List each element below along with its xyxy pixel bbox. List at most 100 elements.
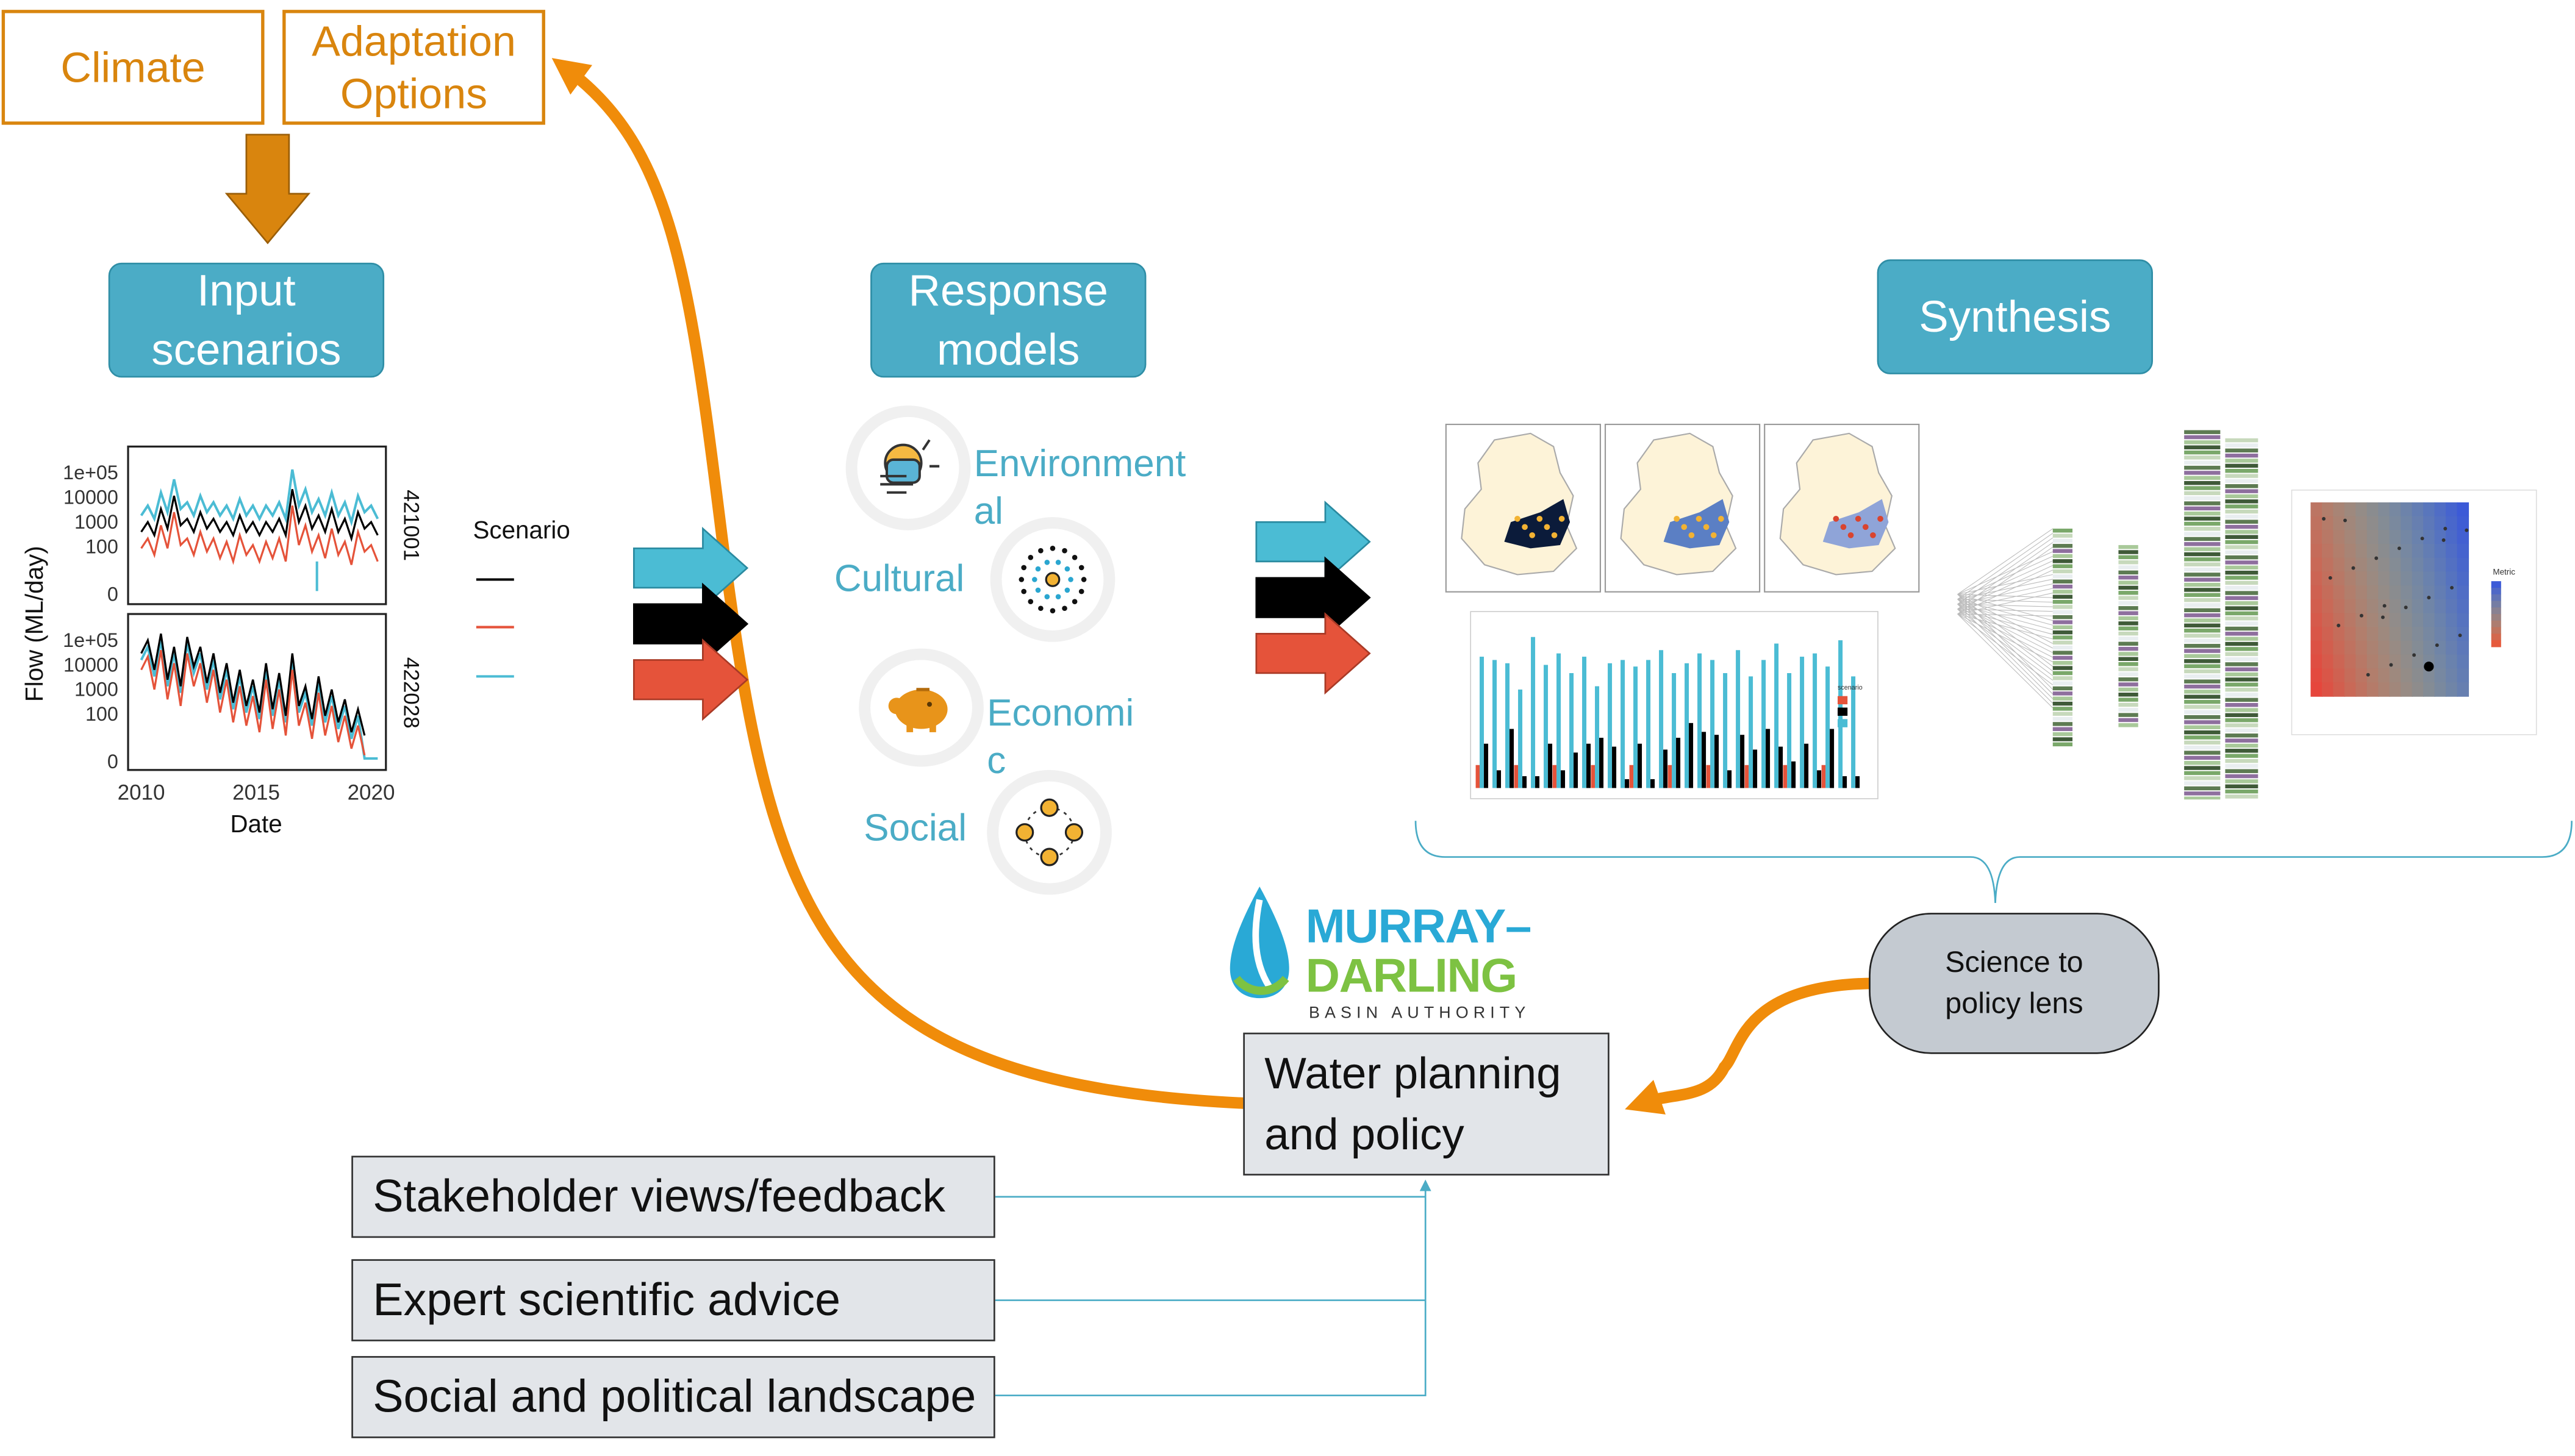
ring-dot	[1081, 577, 1087, 582]
heat-cell	[2412, 544, 2424, 558]
bar-black	[1766, 729, 1771, 788]
social-political-label: Social and political landscape	[373, 1371, 976, 1422]
heat-cell	[2333, 530, 2345, 545]
alluvial-bar	[2184, 751, 2221, 755]
alluvial-bar	[2052, 564, 2073, 568]
heat-point	[2322, 516, 2326, 521]
map-site	[1536, 516, 1543, 522]
alluvial-link	[1957, 551, 2053, 595]
heat-cell	[2355, 544, 2368, 558]
heat-cell	[2412, 571, 2424, 587]
alluvial-bar	[2184, 603, 2221, 607]
ring-dot	[1021, 588, 1026, 594]
alluvial-bar	[2118, 626, 2138, 630]
alluvial-bar	[2184, 476, 2221, 480]
alluvial-bar	[2118, 677, 2138, 682]
heat-cell	[2446, 668, 2458, 683]
alluvial-bar	[2184, 766, 2221, 770]
alluvial-bar	[2225, 702, 2258, 707]
heat-cell	[2378, 502, 2390, 517]
alluvial-link	[1957, 608, 2054, 681]
alluvial-bar	[2225, 718, 2258, 723]
heat-cell	[2321, 585, 2334, 600]
alluvial-bar	[2225, 585, 2258, 590]
alluvial-bar	[2225, 637, 2258, 641]
heat-cell	[2310, 557, 2323, 573]
heat-cell	[2378, 585, 2390, 600]
ytick-bottom-2: 10000	[63, 654, 118, 676]
bar-red	[1475, 765, 1480, 788]
heat-cell	[2457, 557, 2469, 573]
bar-black	[1689, 723, 1694, 788]
series-top-red	[140, 505, 379, 565]
map-site	[1522, 524, 1528, 530]
heat-point	[2389, 663, 2393, 667]
alluvial-bar	[2118, 657, 2138, 662]
alluvial-bar	[2184, 659, 2221, 663]
alluvial-bar	[2118, 672, 2138, 677]
alluvial-bar	[2184, 445, 2221, 449]
alluvial-bar	[2052, 584, 2073, 589]
bar-teal	[1595, 686, 1600, 788]
map-site	[1870, 532, 1876, 538]
heat-cell	[2423, 682, 2435, 697]
heat-cell	[2366, 516, 2379, 531]
bar-black	[1727, 770, 1732, 788]
stakeholder-label: Stakeholder views/feedback	[373, 1170, 946, 1222]
alluvial-bar	[2184, 730, 2221, 735]
alluvial-bar	[2225, 687, 2258, 692]
alluvial-bar	[2225, 484, 2258, 488]
series-top-black	[140, 489, 379, 542]
heat-cell	[2423, 516, 2435, 531]
alluvial-bar	[2184, 628, 2221, 633]
heat-cell	[2310, 627, 2323, 641]
alluvial-link	[1957, 594, 2053, 598]
alluvial-bar	[2225, 509, 2258, 514]
heat-point	[2435, 643, 2439, 648]
map-site	[1544, 524, 1550, 530]
alluvial-bar	[2118, 544, 2138, 549]
alluvial-link	[1957, 604, 2053, 654]
alluvial-bar	[2118, 713, 2138, 717]
response-label-2: models	[937, 325, 1080, 374]
flow-chart-xticks: 2010 2015 2020	[118, 780, 395, 804]
heat-cell	[2434, 571, 2447, 587]
heat-cell	[2366, 544, 2379, 558]
heat-cell	[2401, 627, 2413, 641]
alluvial-bar	[2225, 540, 2258, 544]
alluvial-bar	[2225, 474, 2258, 478]
alluvial-bar	[2184, 471, 2221, 475]
alluvial-bar	[2184, 761, 2221, 765]
bar-red	[1514, 765, 1519, 788]
alluvial-bar	[2225, 555, 2258, 560]
heat-cell	[2423, 668, 2435, 683]
bar-black	[1599, 738, 1604, 788]
heat-cell	[2457, 627, 2469, 641]
heat-cell	[2321, 502, 2334, 517]
heat-cell	[2423, 502, 2435, 517]
alluvial-bar	[2052, 716, 2073, 721]
heat-cell	[2344, 682, 2357, 697]
mdba-logo-line2: DARLING	[1306, 948, 1517, 1002]
alluvial-bar	[2225, 479, 2258, 484]
alluvial-bar	[2225, 723, 2258, 727]
alluvial-bar	[2052, 681, 2073, 685]
alluvial-link	[1957, 560, 2053, 605]
alluvial-bar	[2052, 615, 2073, 619]
heat-cell	[2412, 599, 2424, 614]
bar-black	[1791, 761, 1796, 788]
alluvial-bar	[2225, 641, 2258, 646]
heat-cell	[2366, 640, 2379, 655]
alluvial-bar	[2225, 784, 2258, 788]
heat-cell	[2389, 585, 2402, 600]
bar-teal	[1556, 653, 1561, 788]
block-arrow-red-1	[632, 638, 749, 721]
alluvial-bar	[2118, 662, 2138, 666]
bar-red	[1821, 765, 1826, 788]
alluvial-bar	[2052, 707, 2073, 711]
alluvial-bar	[2225, 677, 2258, 682]
ring-dot	[1050, 608, 1056, 613]
bar-legend-title: scenario	[1838, 684, 1863, 691]
alluvial-bar	[2052, 538, 2073, 543]
heat-cell	[2344, 613, 2357, 628]
